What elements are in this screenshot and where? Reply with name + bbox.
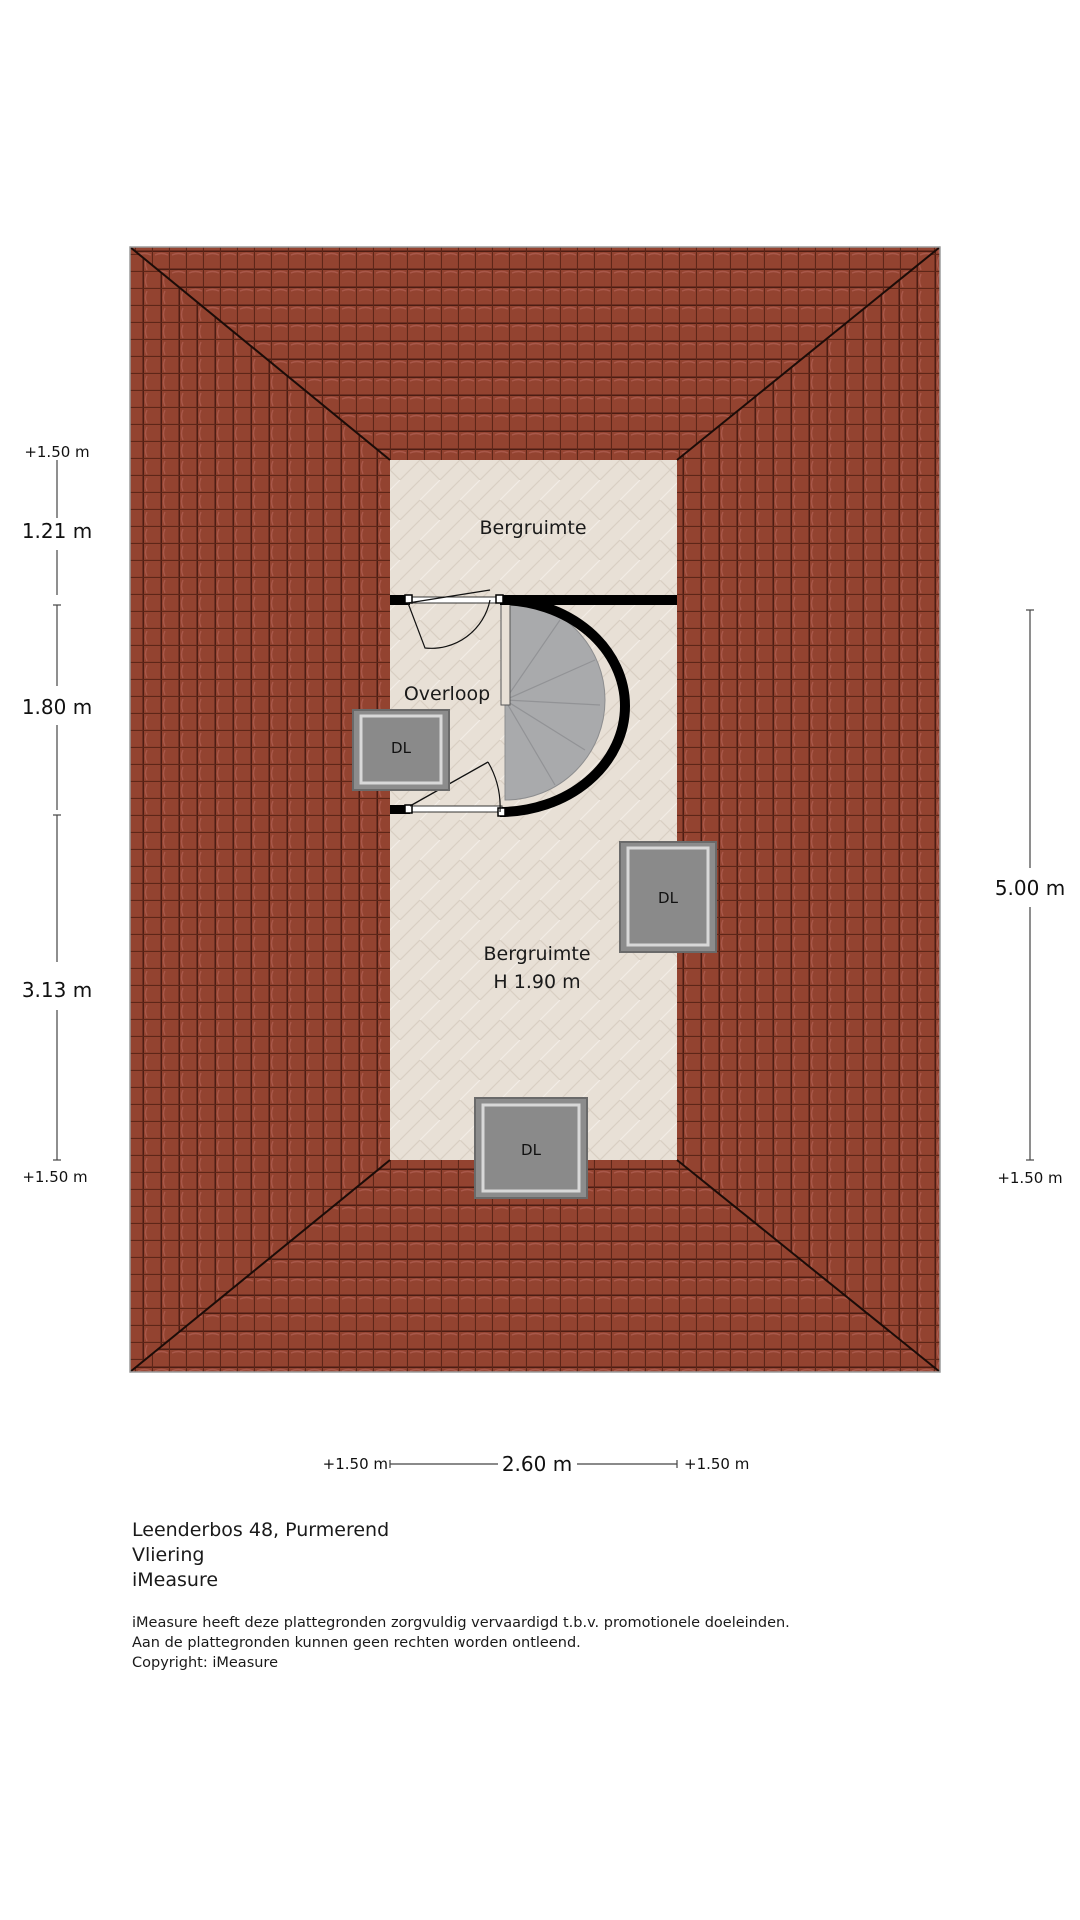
door-top: [404, 589, 504, 649]
dim-bottom-right-mark: +1.50 m: [684, 1455, 749, 1473]
roof-left-plane: [130, 247, 390, 1372]
address: Leenderbos 48, Purmerend: [132, 1519, 390, 1541]
roof: [129, 246, 941, 1373]
disclaimer-line-1: iMeasure heeft deze plattegronden zorgvu…: [132, 1615, 790, 1631]
spiral-staircase: [499, 595, 630, 817]
dim-left-top-mark: +1.50 m: [24, 443, 89, 461]
footer: Leenderbos 48, Purmerend Vliering iMeasu…: [132, 1518, 790, 1673]
dim-right-bottom-mark: +1.50 m: [997, 1169, 1062, 1187]
dimension-bottom: [389, 1460, 678, 1468]
skylight-left: DL: [352, 709, 450, 791]
skylight-right: DL: [619, 841, 717, 953]
floor-name: Vliering: [132, 1544, 205, 1566]
company-name: iMeasure: [132, 1569, 219, 1591]
dimension-right: [1026, 609, 1034, 1161]
dim-bottom-width: 2.60 m: [502, 1452, 572, 1476]
skylight-label: DL: [658, 889, 679, 907]
copyright: Copyright: iMeasure: [132, 1655, 278, 1671]
room-label-bottom-storage: Bergruimte: [483, 943, 590, 965]
dim-left-seg3: 3.13 m: [22, 978, 92, 1002]
disclaimer: iMeasure heeft deze plattegronden zorgvu…: [132, 1613, 790, 1673]
dim-left-bottom-mark: +1.50 m: [22, 1168, 87, 1186]
dim-left-seg1: 1.21 m: [22, 519, 92, 543]
room-label-top-storage: Bergruimte: [479, 517, 586, 539]
room-label-landing: Overloop: [404, 683, 490, 705]
roof-bottom-plane: [130, 1160, 940, 1372]
dimension-left: [53, 460, 61, 1161]
skylight-label: DL: [391, 739, 412, 757]
dim-right-total: 5.00 m: [995, 876, 1065, 900]
roof-right-plane: [677, 247, 940, 1372]
room-height-label: H 1.90 m: [493, 971, 580, 993]
dim-left-seg2: 1.80 m: [22, 695, 92, 719]
roof-top-plane: [130, 247, 940, 460]
dim-bottom-left-mark: +1.50 m: [323, 1455, 388, 1473]
disclaimer-line-2: Aan de plattegronden kunnen geen rechten…: [132, 1635, 581, 1651]
walls: [390, 595, 677, 814]
skylight-label: DL: [521, 1141, 542, 1159]
skylight-bottom: DL: [474, 1097, 588, 1199]
